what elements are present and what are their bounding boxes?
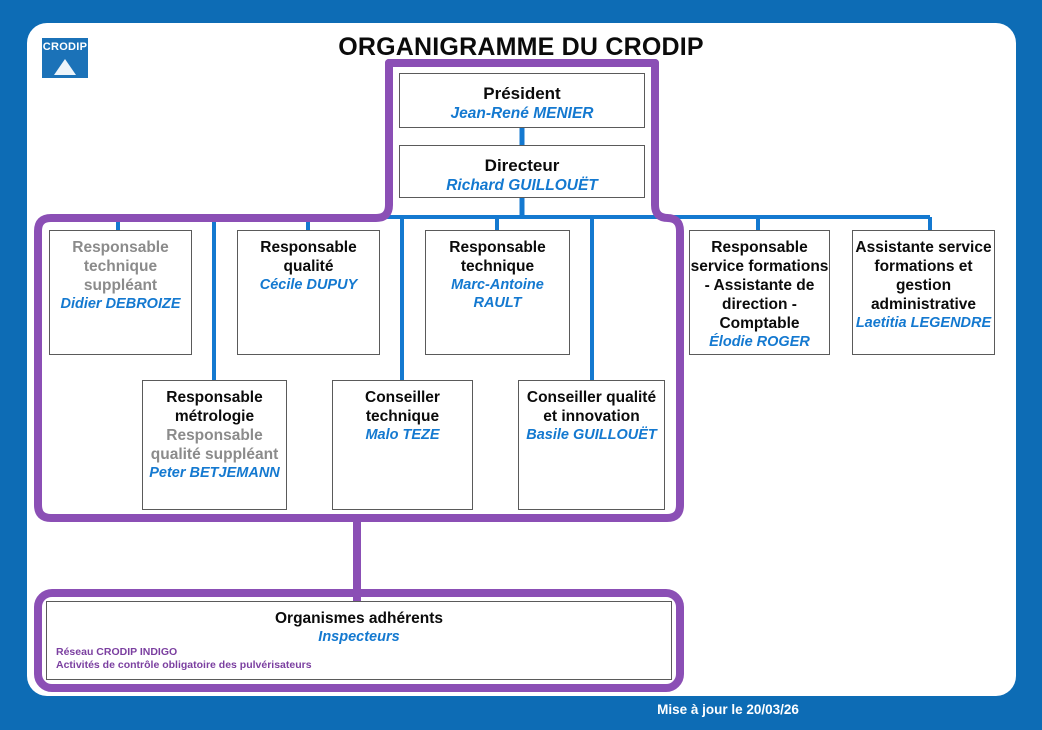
node-assistante-service-formations[interactable]: Assistante service formations et gestion… [852,230,995,355]
role-secondary-line: Responsable [166,427,263,444]
node-president-person: Jean-René MENIER [450,105,594,122]
node-directeur[interactable]: Directeur Richard GUILLOUËT [399,145,645,198]
node-responsable-service-formations[interactable]: Responsable service formations - Assista… [689,230,830,355]
organismes-notes: Réseau CRODIP INDIGO Activités de contrô… [56,646,312,672]
note-line-1: Réseau CRODIP INDIGO [56,646,178,658]
role-line: technique [365,408,440,425]
role-line: Assistante service [855,239,992,256]
crodip-logo-icon: CRODIP [42,38,88,78]
node-president[interactable]: Président Jean-René MENIER [399,73,645,128]
role-line: formations et [874,258,973,275]
node-responsable-technique[interactable]: Responsable technique Marc-Antoine RAULT [425,230,570,355]
note-line-2: Activités de contrôle obligatoire des pu… [56,659,312,671]
node-organismes-adherents[interactable]: Organismes adhérents Inspecteurs Réseau … [46,601,672,680]
node-person: Laetitia LEGENDRE [855,315,992,331]
node-conseiller-technique[interactable]: Conseiller technique Malo TEZE [332,380,473,510]
role-line: gestion [895,277,952,294]
node-responsable-metrologie[interactable]: Responsable métrologie Responsable quali… [142,380,287,510]
logo-label: CRODIP [42,41,88,53]
role-line: direction - [722,296,797,313]
role-line: Conseiller qualité [526,389,657,406]
node-responsable-qualite[interactable]: Responsable qualité Cécile DUPUY [237,230,380,355]
node-conseiller-qualite-innovation[interactable]: Conseiller qualité et innovation Basile … [518,380,665,510]
node-person: Peter BETJEMANN [149,465,280,481]
node-person: Malo TEZE [365,427,440,443]
node-directeur-person: Richard GUILLOUËT [446,177,598,194]
role-line: Comptable [719,315,800,332]
node-person: Cécile DUPUY [259,277,358,293]
update-footer: Mise à jour le 20/03/26 [0,702,1042,717]
node-responsable-technique-suppleant[interactable]: Responsable technique suppléant Didier D… [49,230,192,355]
role-line: qualité [283,258,334,275]
role-line: administrative [870,296,977,313]
role-line: Responsable [166,389,263,406]
node-president-role: Président [483,84,561,103]
role-line: Responsable [449,239,546,256]
role-line: Responsable [72,239,169,256]
node-organismes-person: Inspecteurs [318,629,400,645]
role-line: métrologie [174,408,255,425]
update-date: Mise à jour le 20/03/26 [657,702,799,717]
node-person: Élodie ROGER [709,334,810,350]
logo-triangle-icon [45,56,85,76]
role-line: suppléant [83,277,158,294]
role-line: technique [83,258,158,275]
node-person: Marc-Antoine RAULT [451,277,544,311]
role-line: technique [460,258,535,275]
role-line: - Assistante de [704,277,815,294]
node-directeur-role: Directeur [484,156,560,175]
role-secondary-line: qualité suppléant [150,446,279,463]
node-person: Basile GUILLOUËT [526,427,657,443]
page-title: ORGANIGRAMME DU CRODIP [338,33,704,61]
role-line: Responsable [260,239,357,256]
node-organismes-role: Organismes adhérents [275,610,443,627]
node-person: Didier DEBROIZE [60,296,181,312]
role-line: et innovation [543,408,640,425]
role-line: Conseiller [365,389,440,406]
role-line: Responsable [711,239,808,256]
role-line: service formations [690,258,829,275]
